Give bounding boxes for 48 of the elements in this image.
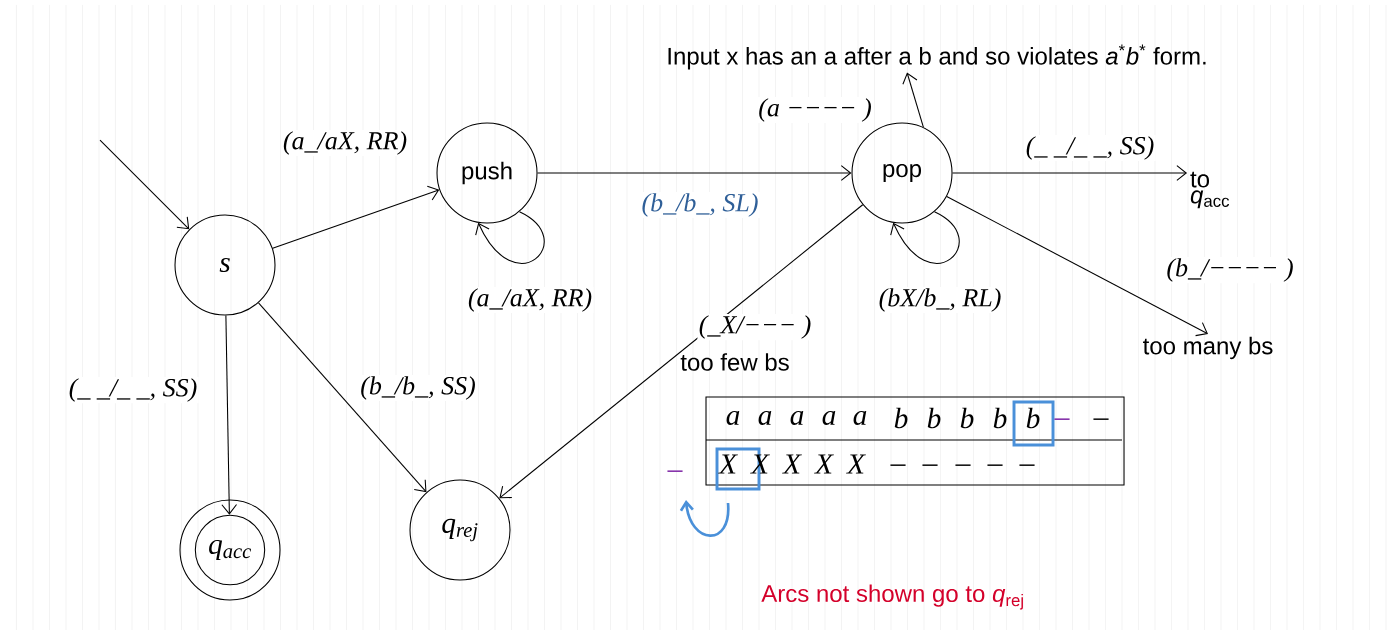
tape-symbol: b bbox=[894, 407, 908, 429]
arrow bbox=[952, 165, 1188, 181]
edge-label: (b_/b_, SS) bbox=[358, 374, 478, 402]
edge-label: (a_/aX, RR) bbox=[466, 286, 594, 314]
arrow bbox=[890, 211, 960, 264]
arrow bbox=[272, 185, 440, 249]
tape-symbol: a bbox=[758, 410, 772, 426]
tape-symbol: a bbox=[726, 410, 740, 426]
edge-label: (b_/b_, SL) bbox=[640, 191, 760, 219]
annotation-text: to q$_{acc}$ bbox=[1190, 171, 1230, 209]
tape-symbol: b bbox=[960, 407, 974, 429]
tape-symbol: b bbox=[1026, 407, 1040, 429]
edge-label: (a −−−− ) bbox=[756, 96, 874, 124]
annotation-text: Input x has an a after a b and so violates a$^{*}$b$^{*}$ form. bbox=[668, 44, 1206, 70]
tape-symbol: b bbox=[927, 407, 941, 429]
arrow bbox=[258, 302, 427, 493]
edge-label: (b_/−−−− ) bbox=[1165, 256, 1295, 284]
tape-symbol: b bbox=[993, 407, 1007, 429]
tape-symbol: X bbox=[846, 454, 866, 474]
edge-label: (_ _/_ _, SS) bbox=[1024, 134, 1156, 162]
tape-symbol: a bbox=[853, 410, 867, 426]
edge-label: (_ _/_ _, SS) bbox=[67, 376, 199, 404]
arrow bbox=[499, 204, 864, 499]
tape-symbol: a bbox=[822, 410, 836, 426]
arrow bbox=[99, 139, 190, 230]
arrow bbox=[902, 72, 924, 128]
tape-symbol: _ bbox=[987, 464, 1003, 466]
tape-symbol: _ bbox=[890, 464, 906, 466]
tape-symbol: _ bbox=[922, 464, 938, 466]
tape-symbol: X bbox=[782, 454, 802, 474]
tape-symbol: a bbox=[790, 410, 804, 426]
tape-symbol: _ bbox=[1019, 464, 1035, 466]
tape-symbol: X bbox=[814, 454, 834, 474]
edge-label: (_X/−−− ) bbox=[697, 313, 813, 341]
tape-symbol: _ bbox=[1054, 418, 1070, 420]
annotation-text: too few bs bbox=[680, 353, 789, 371]
annotation-text: too many bs bbox=[1143, 336, 1273, 360]
arrow bbox=[537, 165, 852, 181]
edge-label: (bX/b_, RL) bbox=[877, 286, 1003, 314]
arrow bbox=[475, 211, 545, 264]
tape-symbol: X bbox=[718, 454, 738, 474]
arrow bbox=[946, 196, 1208, 337]
tape-symbol: _ bbox=[667, 470, 683, 472]
arrow bbox=[221, 315, 238, 515]
edge-label: (a_/aX, RR) bbox=[281, 129, 409, 157]
annotation-text: Arcs not shown go to q$_{rej}$ bbox=[761, 584, 1023, 610]
tape-symbol: _ bbox=[955, 464, 971, 466]
tape-symbol: _ bbox=[1093, 418, 1109, 420]
